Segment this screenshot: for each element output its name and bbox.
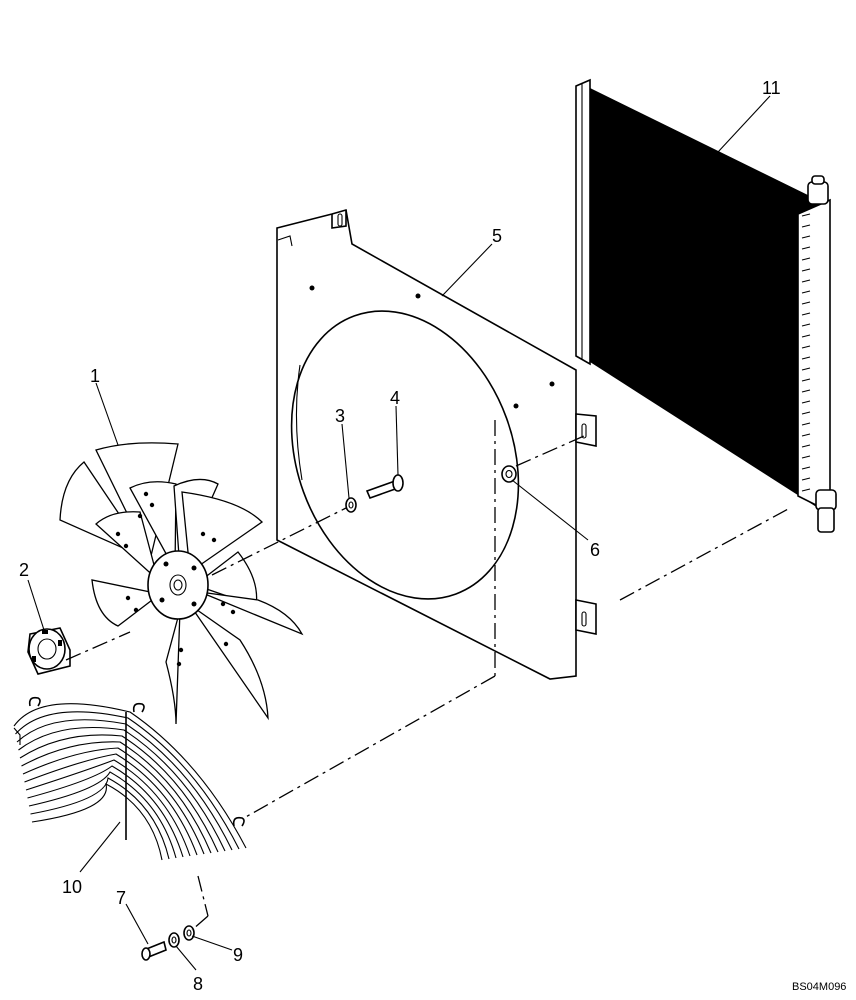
callout-7: 7 — [116, 888, 126, 908]
rivet-hole — [133, 607, 139, 613]
tube-tick — [801, 257, 811, 261]
tube-tick — [801, 356, 811, 360]
washer-9 — [183, 925, 195, 941]
guard-wire — [21, 741, 212, 854]
spacer — [27, 627, 71, 675]
rivet-hole — [220, 601, 226, 607]
rivet-hole — [200, 531, 206, 537]
drawing-code: BS04M096 — [792, 981, 846, 993]
callout-10: 10 — [62, 877, 82, 897]
rivet-hole — [143, 491, 149, 497]
guard-wire — [24, 753, 198, 856]
rivet-hole — [223, 641, 229, 647]
callout-2: 2 — [19, 560, 29, 580]
bolt-4 — [365, 474, 404, 500]
assembly-centerlines — [65, 420, 791, 931]
washer-3 — [345, 497, 357, 513]
rivet-hole — [115, 531, 121, 537]
guard-wire — [18, 726, 226, 852]
tube-tick — [801, 224, 811, 228]
washer-8 — [168, 932, 180, 948]
rivet-hole — [178, 647, 184, 653]
tube-tick — [801, 422, 811, 426]
tube-tick — [801, 367, 811, 371]
rivet-hole — [230, 609, 236, 615]
rivet-hole — [137, 513, 143, 519]
callout-9: 9 — [233, 945, 243, 965]
tube-tick — [801, 246, 811, 250]
tube-tick — [801, 279, 811, 283]
tube-tick — [801, 323, 811, 327]
tube-tick — [801, 312, 811, 316]
guard-wire — [27, 765, 184, 858]
tube-tick — [801, 389, 811, 393]
tube-tick — [801, 477, 811, 481]
tube-tick — [801, 235, 811, 239]
tube-tick — [801, 455, 811, 459]
guard-wire — [19, 734, 219, 853]
callout-8: 8 — [193, 974, 203, 994]
nut-6 — [501, 465, 517, 483]
tube-tick — [801, 268, 811, 272]
tube-tick — [801, 433, 811, 437]
guard-wire — [25, 759, 191, 857]
tube-tick — [801, 466, 811, 470]
guard-wire — [28, 771, 177, 859]
callout-5: 5 — [492, 226, 502, 246]
guard-wire — [30, 777, 170, 860]
leader-lines — [27, 95, 771, 971]
callout-labels: 1 2 3 4 5 6 7 8 9 10 11 — [19, 78, 781, 994]
shroud — [276, 208, 597, 680]
rivet-hole — [176, 661, 182, 667]
guard-wire — [13, 703, 247, 849]
tube-tick — [801, 444, 811, 448]
cooler-core — [575, 78, 837, 533]
tube-tick — [801, 488, 811, 492]
bolt-7 — [141, 940, 167, 961]
guard-wire — [31, 782, 163, 861]
tube-tick — [801, 334, 811, 338]
callout-11: 11 — [762, 78, 781, 98]
fan-guard — [13, 696, 247, 861]
rivet-hole — [211, 537, 217, 543]
callout-6: 6 — [590, 540, 600, 560]
callout-4: 4 — [390, 388, 400, 408]
tube-tick — [801, 301, 811, 305]
tube-tick — [801, 378, 811, 382]
tube-tick — [801, 345, 811, 349]
tube-tick — [801, 213, 811, 217]
callout-1: 1 — [90, 366, 100, 386]
tube-tick — [801, 400, 811, 404]
tube-tick — [801, 411, 811, 415]
guard-wire — [15, 711, 240, 850]
rivet-hole — [149, 502, 155, 508]
callout-3: 3 — [335, 406, 345, 426]
fan — [59, 442, 304, 725]
guard-wire — [22, 747, 205, 855]
rivet-hole — [123, 543, 129, 549]
rivet-hole — [125, 595, 131, 601]
tube-tick — [801, 290, 811, 294]
